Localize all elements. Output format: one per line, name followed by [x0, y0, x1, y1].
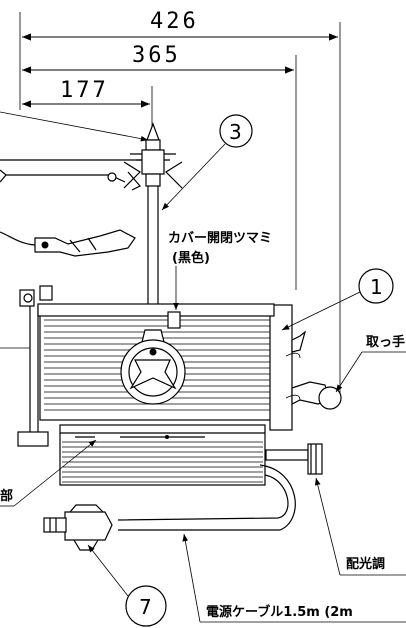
top-bolt	[123, 122, 183, 189]
ballast-fins	[62, 441, 263, 483]
cover-knob-label: カバー開閉ツマミ	[168, 231, 272, 246]
callout-7: 7	[87, 544, 167, 627]
callout-7-label: 7	[139, 595, 152, 619]
power-cable-label-group: 電源ケーブル1.5m (2m	[182, 533, 406, 623]
power-cable	[43, 464, 296, 551]
light-adjust-knob	[265, 443, 323, 475]
cover-knob-color-label: (黒色)	[172, 250, 210, 266]
dimension-426-label: 426	[150, 9, 199, 34]
handle	[285, 330, 342, 410]
hanging-wire	[0, 159, 150, 257]
left-partial-label-group: 部	[0, 439, 97, 507]
handle-label-group: 取っ手	[335, 334, 406, 393]
lamp-body	[37, 303, 293, 431]
dimension-426: 426	[19, 9, 341, 400]
callout-1-label: 1	[370, 275, 383, 299]
swivel-hub	[120, 329, 186, 405]
cover-knob-label-group: カバー開閉ツマミ (黒色)	[168, 231, 272, 310]
dimension-177-label: 177	[60, 78, 109, 103]
leader-top-left	[0, 111, 149, 142]
dimension-177: 177	[19, 78, 153, 130]
left-bracket	[0, 285, 53, 447]
callout-3-label: 3	[229, 120, 242, 144]
power-cable-label: 電源ケーブル1.5m (2m	[206, 604, 353, 620]
ballast-box	[59, 424, 266, 486]
handle-label: 取っ手	[366, 334, 405, 350]
callout-1: 1	[281, 268, 394, 331]
dimension-365-label: 365	[132, 43, 181, 68]
light-adjust-label: 配光調	[346, 556, 385, 572]
left-partial-label: 部	[0, 488, 13, 504]
light-adjust-label-group: 配光調	[314, 477, 406, 576]
callout-3: 3	[161, 114, 253, 211]
dimension-365: 365	[22, 43, 297, 290]
